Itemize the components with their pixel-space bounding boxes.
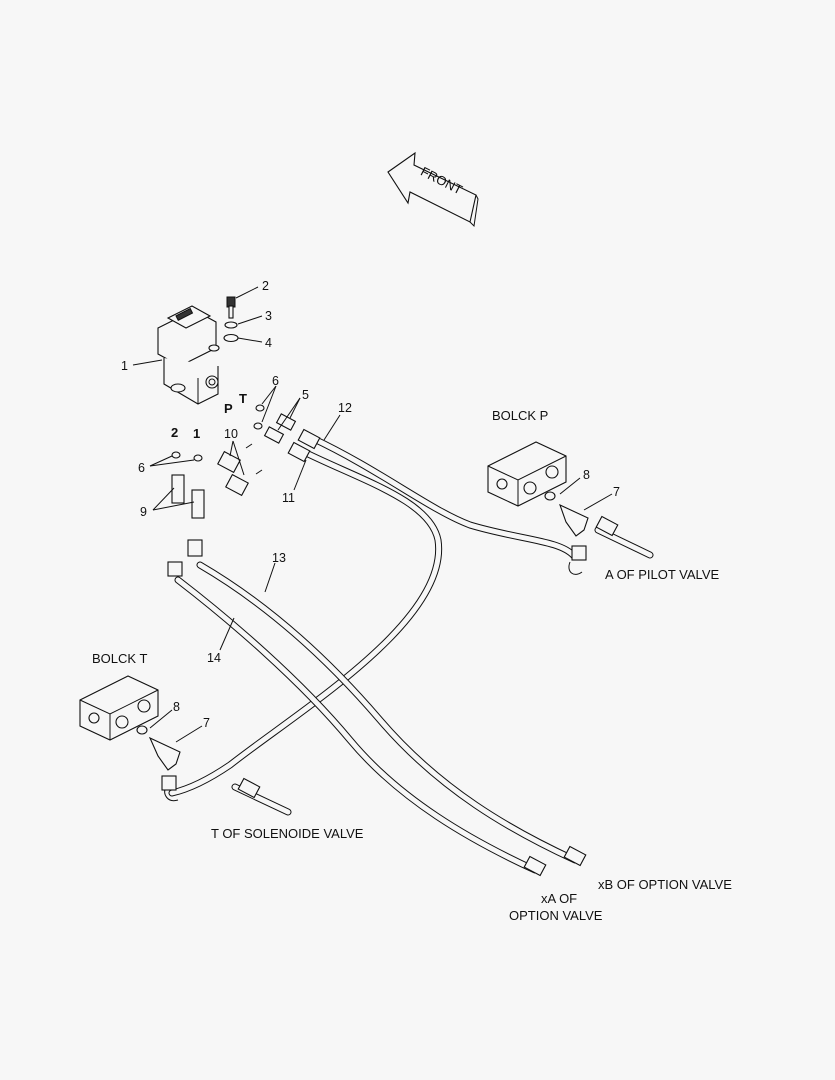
xa-label-line1: xA OF: [541, 891, 577, 906]
block-t: [79, 675, 181, 771]
callout-8-block-p: 8: [583, 468, 590, 482]
port-label-1: 1: [193, 426, 200, 441]
callout-7-block-p: 7: [613, 485, 620, 499]
callout-11: 11: [282, 491, 295, 505]
callout-6-upper: 6: [272, 374, 279, 388]
callout-14: 14: [207, 651, 221, 665]
port-label-2: 2: [171, 425, 178, 440]
xb-label: xB OF OPTION VALVE: [598, 877, 732, 892]
xa-label-line2: OPTION VALVE: [509, 908, 603, 923]
callout-13: 13: [272, 551, 286, 565]
callout-4: 4: [265, 336, 272, 350]
port-labels: P T 2 1: [171, 391, 247, 441]
pilot-valve-label: A OF PILOT VALVE: [605, 567, 719, 582]
port-label-p: P: [224, 401, 233, 416]
callout-6-lower: 6: [138, 461, 145, 475]
callout-9: 9: [140, 505, 147, 519]
port-fittings: [171, 404, 297, 519]
block-p: [487, 441, 589, 537]
callout-7-block-t: 7: [203, 716, 210, 730]
callout-numbers: 1 2 3 4 5 6 6 7 7 8 8 9 10 11 12 13 14: [121, 279, 620, 730]
front-arrow: FRONT: [387, 151, 479, 228]
valve-body: [157, 305, 220, 405]
solenoide-valve-label: T OF SOLENOIDE VALVE: [211, 826, 364, 841]
text-labels: BOLCK P BOLCK T A OF PILOT VALVE T OF SO…: [92, 408, 732, 923]
callout-8-block-t: 8: [173, 700, 180, 714]
callout-5: 5: [302, 388, 309, 402]
leader-lines: [132, 286, 613, 743]
callout-10: 10: [224, 427, 238, 441]
block-t-label: BOLCK T: [92, 651, 147, 666]
callout-3: 3: [265, 309, 272, 323]
bolt-assembly: [223, 296, 239, 343]
callout-12: 12: [338, 401, 352, 415]
hoses: [161, 428, 654, 877]
callout-1: 1: [121, 359, 128, 373]
block-p-label: BOLCK P: [492, 408, 548, 423]
callout-2: 2: [262, 279, 269, 293]
port-label-t: T: [239, 391, 247, 406]
